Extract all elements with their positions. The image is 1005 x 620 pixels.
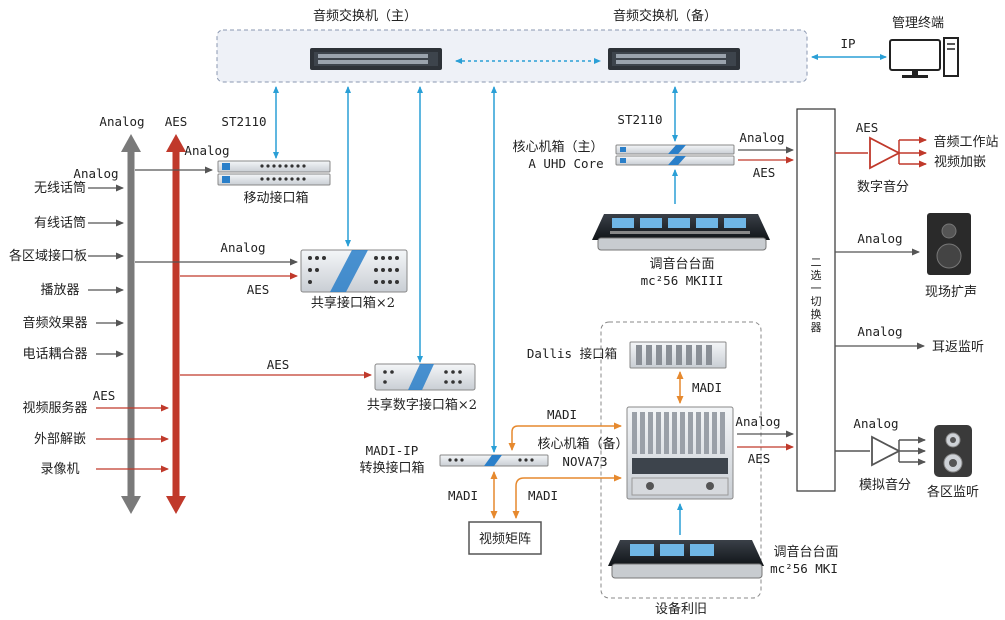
video-matrix-label: 视频矩阵 (479, 532, 531, 547)
backup-switch-icon (608, 48, 740, 70)
console-b-label-line2: mc²56 MKI (770, 561, 838, 576)
source-effects: 音频效果器 (22, 315, 87, 331)
backup-aes-label: AES (748, 451, 771, 466)
console-b-label-line1: 调音台台面 (773, 544, 838, 560)
digital-split-label: 数字音分 (857, 179, 909, 195)
dallis-madi-label: MADI (692, 380, 722, 395)
console-main-icon (592, 214, 770, 251)
return-label: 耳返监听 (932, 340, 984, 355)
backup-switch-label: 音频交换机（备） (613, 8, 717, 24)
switch-panel: 音频交换机（主） 音频交换机（备） (216, 8, 808, 83)
mobile-interface-box (217, 160, 331, 186)
analog-split-icon (871, 435, 901, 467)
selector-char-5: 换 (811, 307, 822, 321)
return-analog-label: Analog (857, 324, 902, 339)
dallis-box (629, 341, 727, 369)
console-b-icon (608, 540, 764, 579)
madi-label-b: MADI (448, 488, 478, 503)
selector-char-4: 切 (811, 295, 822, 308)
st2110-right-label: ST2110 (617, 112, 662, 127)
source-zone-panel: 各区域接口板 (9, 248, 87, 264)
source-recorder: 录像机 (40, 462, 79, 477)
source-analog-label: Analog (73, 166, 118, 181)
selector-char-1: 二 (811, 256, 822, 269)
shared-digital-box (374, 363, 476, 391)
digital-box-label: 共享数字接口箱×2 (367, 397, 477, 413)
selector-char-3: 一 (811, 282, 822, 295)
zone-monitor-label: 各区监听 (927, 484, 979, 500)
dallis-label: Dallis 接口箱 (527, 346, 617, 361)
ip-label: IP (840, 36, 855, 51)
backup-analog-label: Analog (735, 414, 780, 429)
aes-bus (166, 134, 186, 514)
analog-split-label-top: Analog (853, 416, 898, 431)
source-video-server: 视频服务器 (22, 400, 87, 416)
core-main-label-line1: 核心机箱（主） (512, 139, 603, 155)
monitor-speaker-icon (934, 425, 972, 477)
source-wired-mic: 有线话筒 (34, 215, 86, 231)
pa-label: 现场扩声 (925, 285, 977, 300)
madi-label-a: MADI (547, 407, 577, 422)
source-phone-coupler: 电话耦合器 (22, 347, 87, 362)
main-switch-icon (310, 48, 442, 70)
shared-aes-label: AES (247, 282, 270, 297)
main-aes-label: AES (753, 165, 776, 180)
speaker-icon (927, 213, 971, 275)
selector-box (796, 108, 836, 492)
video-embed-label: 视频加嵌 (934, 155, 986, 170)
core-backup-label-line2: NOVA73 (562, 454, 607, 469)
bus-analog-label: Analog (99, 114, 144, 129)
mobile-analog-label: Analog (184, 143, 229, 158)
selector-label: 二 选 一 切 换 器 (811, 256, 822, 334)
selector-char-2: 选 (811, 269, 822, 282)
shared-box-label: 共享接口箱×2 (311, 295, 395, 311)
analog-split-label: 模拟音分 (859, 477, 911, 493)
console-main-label-line2: mc²56 MKIII (641, 273, 724, 288)
workstation-label: 音频工作站 (933, 134, 998, 150)
st2110-left-label: ST2110 (221, 114, 266, 129)
madi-ip-to-core-link (508, 422, 622, 451)
madi-label-c: MADI (528, 488, 558, 503)
core-main-label-line2: A UHD Core (528, 156, 603, 171)
bus-aes-label: AES (165, 114, 188, 129)
madi-ip-box (439, 454, 549, 467)
reuse-area (600, 321, 762, 599)
pa-analog-label: Analog (857, 231, 902, 246)
computer-icon (889, 37, 959, 78)
source-wireless-mic: 无线话筒 (34, 180, 86, 196)
selector-char-6: 器 (811, 321, 822, 334)
madi-ip-label-line2: 转换接口箱 (359, 460, 424, 476)
digital-aes-label: AES (267, 357, 290, 372)
source-de-embed: 外部解嵌 (34, 432, 86, 447)
shared-analog-label: Analog (220, 240, 265, 255)
digital-split-aes-label: AES (856, 120, 879, 135)
input-sources: Analog 无线话筒 有线话筒 各区域接口板 播放器 音频效果器 电话耦合器 … (9, 166, 169, 477)
matrix-to-core-link (512, 474, 622, 519)
video-matrix-box (468, 521, 542, 555)
digital-split-icon (869, 136, 901, 170)
shared-interface-box (300, 249, 408, 293)
core-backup-label-line1: 核心机箱（备） (537, 436, 628, 452)
analog-bus (121, 134, 141, 514)
core-backup-box (626, 406, 734, 500)
source-player: 播放器 (40, 283, 79, 298)
mobile-box-label: 移动接口箱 (243, 190, 308, 206)
madi-ip-label-line1: MADI-IP (366, 443, 419, 458)
reuse-area-label: 设备利旧 (655, 601, 707, 617)
terminal-label: 管理终端 (892, 15, 944, 31)
core-main-box (615, 144, 735, 166)
console-main-label-line1: 调音台台面 (649, 256, 714, 272)
main-analog-label: Analog (739, 130, 784, 145)
main-switch-label: 音频交换机（主） (313, 8, 417, 24)
source-aes-label: AES (93, 388, 116, 403)
